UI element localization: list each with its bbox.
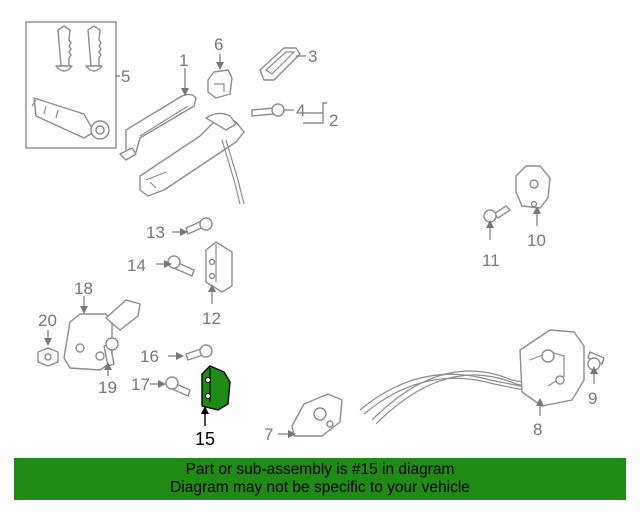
callout-15: 15: [195, 429, 215, 449]
callout-4: 4: [296, 101, 305, 120]
part-15-hinge-highlighted[interactable]: [201, 365, 231, 411]
part-10-striker[interactable]: [515, 165, 551, 209]
part-19-bolt[interactable]: [103, 337, 119, 367]
callout-19: 19: [98, 378, 117, 397]
callout-20: 20: [38, 311, 57, 330]
callout-1: 1: [179, 51, 188, 70]
callout-12: 12: [202, 309, 221, 328]
callout-17: 17: [131, 375, 150, 394]
part-14-bolt[interactable]: [167, 255, 195, 277]
part-2-handle-frame[interactable]: [139, 112, 245, 205]
part-3-gasket[interactable]: [259, 47, 301, 81]
callout-16: 16: [140, 347, 159, 366]
part-5-key-cylinder-set[interactable]: [25, 21, 117, 149]
callout-5: 5: [121, 67, 130, 86]
part-18-door-check[interactable]: [63, 299, 141, 371]
callout-13: 13: [146, 223, 165, 242]
part-8-door-lock-actuator[interactable]: [359, 329, 585, 425]
callout-7: 7: [264, 425, 273, 444]
part-13-bolt[interactable]: [185, 217, 213, 235]
callout-9: 9: [588, 389, 597, 408]
part-20-nut[interactable]: [37, 347, 59, 367]
part-6-handle-cap[interactable]: [207, 69, 233, 99]
part-12-hinge[interactable]: [205, 241, 233, 293]
part-1-outer-handle[interactable]: [119, 93, 197, 161]
callout-2: 2: [329, 111, 338, 130]
part-7-lock-cover[interactable]: [291, 393, 343, 437]
part-4-screw[interactable]: [251, 103, 285, 117]
part-11-screw[interactable]: [483, 205, 511, 223]
callout-8: 8: [533, 420, 542, 439]
banner-line-2: Diagram may not be specific to your vehi…: [170, 479, 470, 496]
callout-11: 11: [482, 251, 500, 270]
part-17-bolt[interactable]: [165, 376, 191, 397]
callout-6: 6: [214, 35, 223, 54]
banner-line-1: Part or sub-assembly is #15 in diagram: [185, 461, 455, 478]
callout-18: 18: [74, 279, 93, 298]
callout-3: 3: [308, 47, 317, 66]
part-9-screw[interactable]: [587, 351, 605, 371]
callout-10: 10: [527, 231, 546, 250]
info-banner: Part or sub-assembly is #15 in diagram D…: [14, 458, 626, 500]
part-16-bolt[interactable]: [185, 344, 213, 361]
callout-14: 14: [127, 256, 146, 275]
